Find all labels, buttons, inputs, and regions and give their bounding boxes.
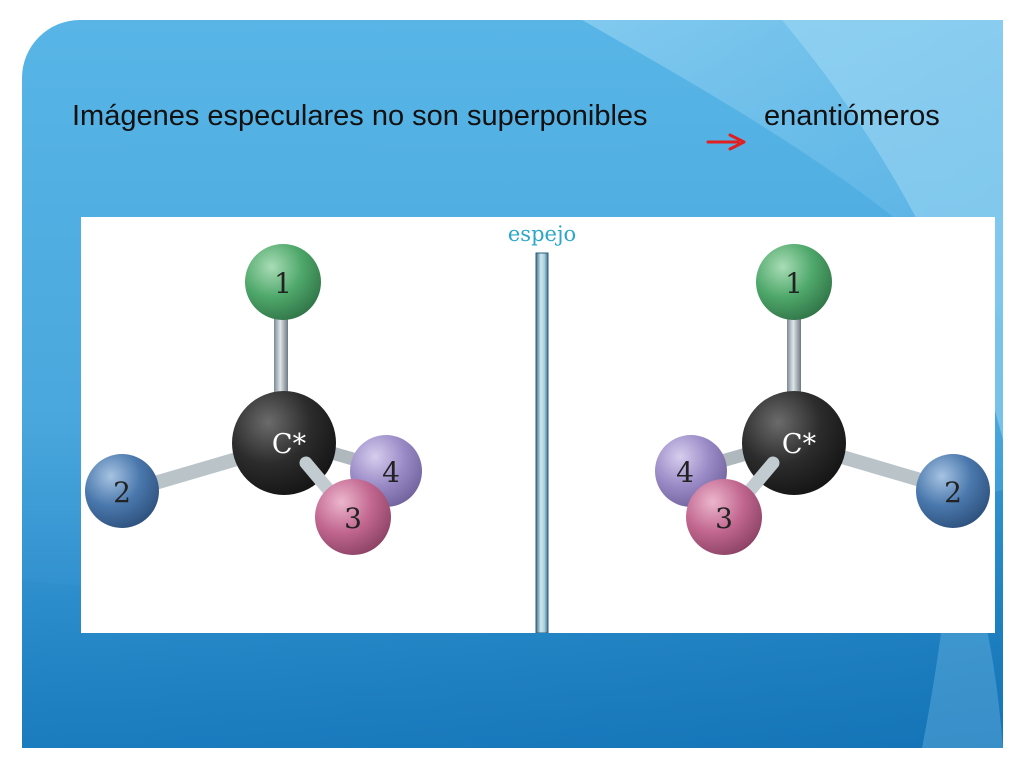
atom-2-sphere — [85, 454, 159, 528]
carbon-label: C* — [272, 429, 307, 460]
mirror-pane — [535, 252, 549, 633]
mirror-label: espejo — [508, 222, 576, 246]
atom-1-sphere — [245, 244, 321, 320]
right-arrow-icon — [706, 133, 746, 151]
atom-3-label: 3 — [344, 502, 362, 535]
enantiomer-diagram: espejo 1 2 3 4 C* — [85, 222, 990, 633]
slide-title: Imágenes especulares no son superponible… — [72, 100, 648, 132]
atom-1-label: 1 — [785, 267, 803, 300]
atom-2-label: 2 — [944, 476, 962, 509]
slide-background: Imágenes especulares no son superponible… — [22, 20, 1003, 748]
atom-4-label: 4 — [382, 456, 400, 489]
atom-3-label: 3 — [715, 502, 733, 535]
atom-1-sphere — [756, 244, 832, 320]
atom-1-label: 1 — [274, 267, 292, 300]
atom-3-sphere — [686, 479, 762, 555]
right-molecule: 1 2 3 4 C* — [655, 244, 990, 555]
atom-4-label: 4 — [676, 456, 694, 489]
atom-3-sphere — [315, 479, 391, 555]
carbon-label: C* — [782, 429, 817, 460]
slide-title-conclusion: enantiómeros — [764, 100, 940, 132]
atom-2-sphere — [916, 454, 990, 528]
mirror: espejo — [508, 222, 576, 633]
atom-2-label: 2 — [113, 476, 131, 509]
left-molecule: 1 2 3 4 C* — [85, 244, 422, 555]
enantiomer-figure: espejo 1 2 3 4 C* — [81, 217, 995, 633]
